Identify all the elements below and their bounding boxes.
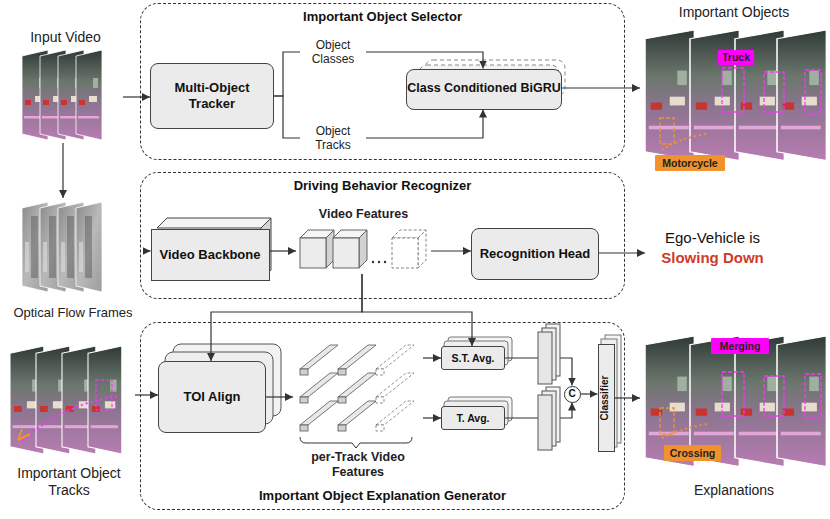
arrow-connector <box>423 357 441 358</box>
process-box: Class Conditioned BiGRU <box>406 69 562 110</box>
arrow-connector <box>362 274 472 346</box>
stack-heading: Explanations <box>694 482 774 499</box>
concat-circle: C <box>564 386 581 403</box>
node-text: Class Conditioned BiGRU <box>407 81 560 96</box>
image-stack: Explanations MergingCrossing <box>640 330 828 500</box>
edge-label: Object Tracks <box>300 124 366 153</box>
module-region: Important Object SelectorMulti-Object Tr… <box>140 3 625 160</box>
object-tag: Truck <box>718 50 754 65</box>
arrow-connector <box>123 96 150 97</box>
node-text: Multi-Object Tracker <box>151 80 273 112</box>
node-text: Merging <box>720 340 761 353</box>
object-tag: Motorcycle <box>655 155 725 171</box>
node-text: T. Avg. <box>456 412 489 425</box>
explanation-tag: Merging <box>711 338 769 354</box>
node-text: Crossing <box>670 447 716 460</box>
stack-heading: Important Objects <box>679 4 790 21</box>
module-region: Important Object Explanation Generator TO… <box>140 322 625 510</box>
arrow-connector <box>62 143 63 198</box>
arrow-connector <box>581 393 598 394</box>
region-title: Driving Behavior Recognizer <box>294 178 472 194</box>
process-box: Recognition Head <box>471 228 599 280</box>
node-text: S.T. Avg. <box>452 352 495 365</box>
image-stack: Optical Flow Frames <box>3 198 143 322</box>
arrow-connector <box>431 250 471 251</box>
node-text: Motorcycle <box>662 157 717 170</box>
process-box: TOI Align <box>158 361 266 433</box>
stack-heading: per-Track Video Features <box>293 450 423 481</box>
region-title: Important Object Explanation Generator <box>259 488 506 504</box>
arrow-connector <box>270 250 297 251</box>
arrow-connector <box>211 274 362 361</box>
arrow-connector <box>266 396 293 397</box>
node-text: Recognition Head <box>480 246 591 262</box>
stack-heading: Input Video <box>30 29 101 46</box>
stack-heading: Optical Flow Frames <box>13 305 132 321</box>
node-text: C <box>568 388 575 400</box>
node-text: Classifier <box>600 375 612 420</box>
pool-box: T. Avg. <box>441 406 505 430</box>
arrow-connector <box>423 417 441 418</box>
arrow-connector <box>135 394 158 395</box>
output-text: Ego-Vehicle is <box>645 229 780 247</box>
output-text: Slowing Down <box>645 249 780 267</box>
backbone-box: Video Backbone <box>151 229 270 281</box>
stack-heading: Video Features <box>319 207 408 222</box>
node-text: TOI Align <box>183 389 240 405</box>
pool-box: S.T. Avg. <box>441 346 505 370</box>
node-text: Truck <box>722 51 750 64</box>
classifier-bar: Classifier <box>598 344 615 452</box>
region-title: Important Object Selector <box>303 9 462 25</box>
image-stack: Important Object Tracks <box>3 340 135 500</box>
feature-stack: Video Features <box>296 206 431 274</box>
node-text: Video Backbone <box>160 247 261 263</box>
image-stack: Input Video <box>8 28 123 143</box>
image-stack: Important ObjectsTruckMotorcycle <box>640 3 828 175</box>
feature-stack: per-Track Video Features <box>293 336 423 481</box>
process-box: Multi-Object Tracker <box>150 63 274 129</box>
explanation-tag: Crossing <box>664 445 721 461</box>
stack-heading: Important Object Tracks <box>3 465 135 499</box>
arrow-connector <box>615 397 641 398</box>
edge-label: Object Classes <box>300 38 366 67</box>
arrow-connector <box>562 87 640 88</box>
module-region: Driving Behavior RecognizerVideo Backbon… <box>140 172 625 299</box>
arrow-connector <box>143 250 151 251</box>
